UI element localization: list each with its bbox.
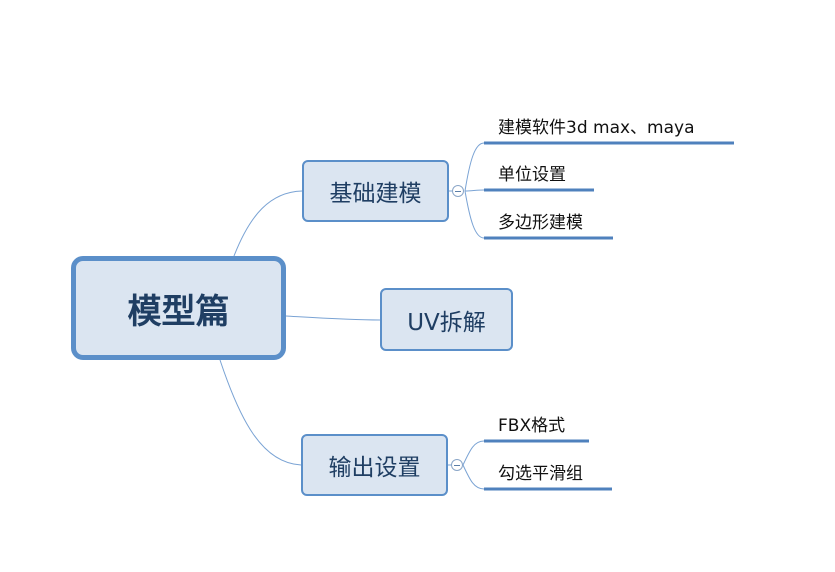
connector-b1-leaf1 bbox=[464, 142, 485, 192]
subtopic-polygon-modeling[interactable]: 多边形建模 bbox=[498, 213, 583, 233]
connector-b1-leaf3 bbox=[464, 190, 485, 239]
connector-b1-leaf2 bbox=[464, 189, 485, 192]
root-topic[interactable]: 模型篇 bbox=[71, 256, 286, 360]
branch-topic-basic-modeling[interactable]: 基础建模 bbox=[302, 160, 449, 222]
branch-topic-label: 基础建模 bbox=[329, 181, 422, 207]
collapse-toggle-icon[interactable] bbox=[452, 185, 464, 197]
root-topic-label: 模型篇 bbox=[127, 291, 230, 332]
branch-topic-label: 输出设置 bbox=[328, 455, 421, 481]
branch-topic-label: UV拆解 bbox=[407, 309, 486, 336]
connector-root-branch3 bbox=[219, 359, 302, 466]
collapse-toggle-icon[interactable] bbox=[451, 459, 463, 471]
subtopic-fbx-format[interactable]: FBX格式 bbox=[498, 416, 566, 436]
subtopic-smoothing-groups[interactable]: 勾选平滑组 bbox=[498, 464, 583, 484]
connector-root-branch2 bbox=[285, 315, 381, 321]
branch-topic-export-settings[interactable]: 输出设置 bbox=[301, 434, 448, 496]
branch-topic-uv-unwrap[interactable]: UV拆解 bbox=[380, 288, 513, 351]
subtopic-modeling-software[interactable]: 建模软件3d max、maya bbox=[498, 118, 695, 138]
connector-b3-leaf2 bbox=[462, 464, 485, 490]
connector-root-branch1 bbox=[233, 190, 303, 257]
connector-b3-leaf1 bbox=[462, 440, 485, 466]
subtopic-unit-settings[interactable]: 单位设置 bbox=[498, 165, 566, 185]
